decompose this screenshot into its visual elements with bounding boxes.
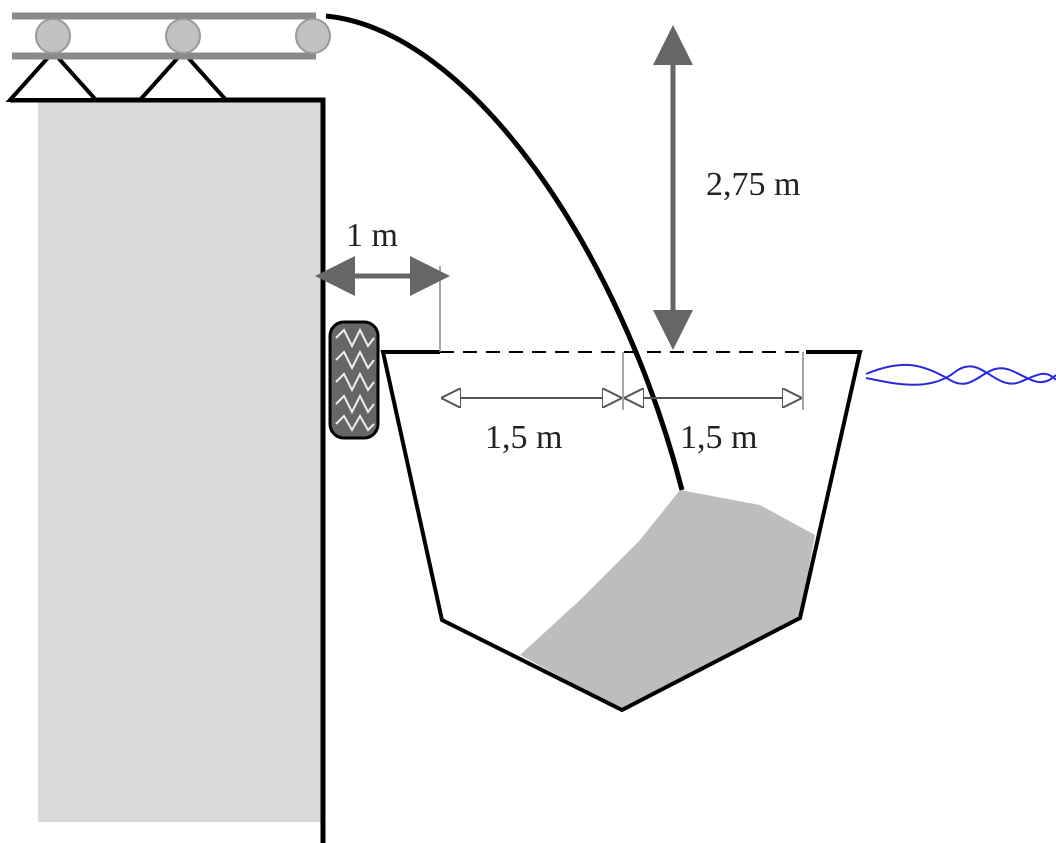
- tire-fender-icon: [328, 320, 380, 440]
- quay-wall-edge: [10, 97, 326, 843]
- barge-hull-icon: [380, 350, 863, 713]
- water-wave-icon: [865, 363, 1056, 386]
- quay-wall: [38, 100, 323, 822]
- support-triangle-icon: [5, 49, 101, 102]
- half-width-label-right: 1,5 m: [680, 419, 757, 456]
- roller-icon: [295, 18, 331, 54]
- wall-gap-label: 1 m: [346, 217, 398, 254]
- roller-icon: [35, 18, 71, 54]
- height-label: 2,75 m: [706, 166, 800, 203]
- half-width-label-left: 1,5 m: [485, 419, 562, 456]
- support-triangle-icon: [135, 49, 231, 102]
- conveyor-belt-icon: [12, 12, 331, 60]
- roller-icon: [165, 18, 201, 54]
- cargo-pile-icon: [520, 490, 815, 710]
